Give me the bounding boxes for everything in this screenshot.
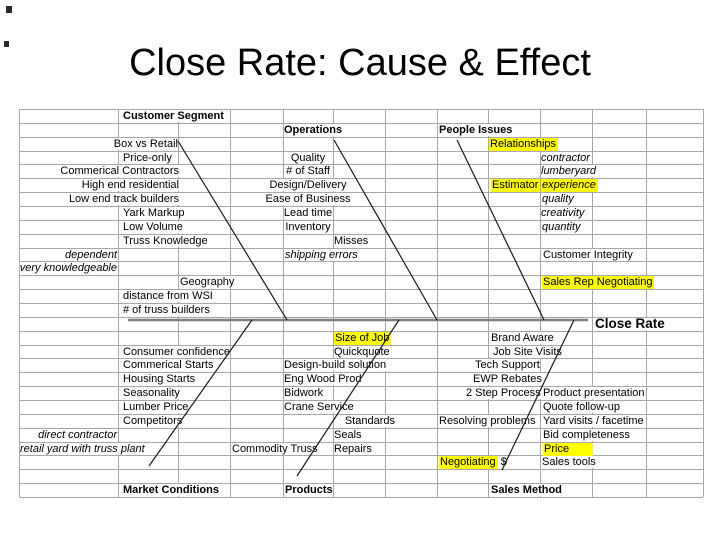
cell-sales-tools: Sales tools <box>542 456 596 469</box>
cell-estimator: Estimator <box>491 179 541 193</box>
cell-low-volume: Low Volume <box>123 220 183 233</box>
slide-artifact <box>6 6 12 13</box>
cell-retail-yard-with-truss-plant: retail yard with truss plant <box>20 442 145 455</box>
cell-of-truss-builders: # of truss builders <box>123 303 210 316</box>
cell-standards: Standards <box>344 414 395 427</box>
cell-crane-service: Crane Service <box>284 400 354 413</box>
grid-line <box>19 137 703 138</box>
grid-line <box>118 109 119 497</box>
cell-contractor: contractor <box>541 151 590 164</box>
cell-ewp-rebates: EWP Rebates <box>473 373 542 386</box>
cell-quote-follow-up: Quote follow-up <box>543 400 621 413</box>
cell-design-build-solution: Design-build solution <box>284 359 387 372</box>
cell-quickquote: Quickquote <box>334 345 390 358</box>
cell-high-end-residential: High end residential <box>81 179 179 192</box>
cell-design-delivery: Design/Delivery <box>269 179 347 192</box>
cell-experience: experience <box>541 179 598 193</box>
grid-line <box>19 109 703 110</box>
cell-bidwork: Bidwork <box>284 387 324 400</box>
cell-customer-segment: Customer Segment <box>123 110 224 122</box>
cell-of-staff: # of Staff <box>286 165 330 178</box>
cell-quality: Quality <box>290 151 326 164</box>
cell-yark-markup: Yark Markup <box>123 206 185 219</box>
cell-customer-integrity: Customer Integrity <box>543 248 633 261</box>
cell-sales-rep-negotiating: Sales Rep Negotiating <box>542 276 655 290</box>
grid-line <box>592 109 593 497</box>
cell-price-only: Price-only <box>123 151 172 164</box>
cell-seasonality: Seasonality <box>123 387 180 400</box>
cell-housing-starts: Housing Starts <box>123 373 196 386</box>
grid-line <box>19 109 20 497</box>
cell-very-knowledgeable: very knowledgeable <box>19 262 117 275</box>
cell-quality: quality <box>542 193 574 206</box>
cell-eng-wood-prod: Eng Wood Prod <box>284 373 362 386</box>
cell-2-step-process: 2 Step Process <box>466 387 541 400</box>
cell-market-conditions: Market Conditions <box>123 484 219 497</box>
cell-tech-support: Tech Support <box>475 359 540 372</box>
cell-creativity: creativity <box>541 206 585 219</box>
cell-commodity-truss: Commodity Truss <box>232 442 318 455</box>
cell-direct-contractor: direct contractor <box>38 428 117 441</box>
cell-misses: Misses <box>334 234 369 247</box>
cell-inventory: Inventory <box>285 220 331 233</box>
cell-seals: Seals <box>334 428 362 441</box>
grid-line <box>646 109 647 497</box>
cell-distance-from-wsi: distance from WSI <box>123 290 213 303</box>
cell-price: Price <box>543 442 594 456</box>
cell-size-of-job: Size of Job <box>334 331 392 345</box>
cell-operations: Operations <box>284 123 343 136</box>
cell-resolving-problems: Resolving problems <box>439 414 536 427</box>
cell-people-issues: People Issues <box>439 123 513 136</box>
cell-close-rate: Close Rate <box>595 315 665 331</box>
cell-yard-visits-facetime: Yard visits / facetime <box>543 414 644 427</box>
cell-lead-time: Lead time <box>283 206 333 219</box>
cell-shipping-errors: shipping errors <box>285 248 358 261</box>
cell-products: Products <box>285 484 333 497</box>
cell-lumberyard: lumberyard <box>541 165 597 178</box>
cell-ease-of-business: Ease of Business <box>265 193 351 206</box>
cell-repairs: Repairs <box>334 442 372 455</box>
slide-artifact <box>4 41 9 47</box>
cell-quantity: quantity <box>542 220 581 233</box>
cell-low-end-track-builders: Low end track builders <box>68 193 179 206</box>
cell-commerical-contractors: Commerical Contractors <box>60 165 179 178</box>
cell-dependent: dependent <box>65 248 117 261</box>
cell-consumer-confidence: Consumer confidence <box>123 345 231 358</box>
cell-lumber-price: Lumber Price <box>123 400 189 413</box>
cell-box-vs-retail: Box vs Retail <box>113 137 178 150</box>
grid-line <box>703 109 704 497</box>
cell-sales-method: Sales Method <box>491 484 562 497</box>
cell-truss-knowledge: Truss Knowledge <box>123 234 208 247</box>
cell-competitors: Competitors <box>123 414 183 427</box>
grid-line <box>19 123 703 124</box>
cell-geography: Geography <box>180 276 235 289</box>
grid-line <box>19 483 703 484</box>
slide-title: Close Rate: Cause & Effect <box>129 42 591 84</box>
cell-relationships: Relationships <box>489 137 559 151</box>
cell-bid-completeness: Bid completeness <box>543 428 630 441</box>
grid-line <box>19 497 703 498</box>
cell-brand-aware: Brand Aware <box>491 331 554 344</box>
cell-product-presentation: Product presentation <box>543 387 645 400</box>
cell-job-site-visits: Job Site Visits <box>493 345 562 358</box>
cell-negotiating: Negotiating $ <box>439 456 507 470</box>
cell-commerical-starts: Commerical Starts <box>123 359 214 372</box>
